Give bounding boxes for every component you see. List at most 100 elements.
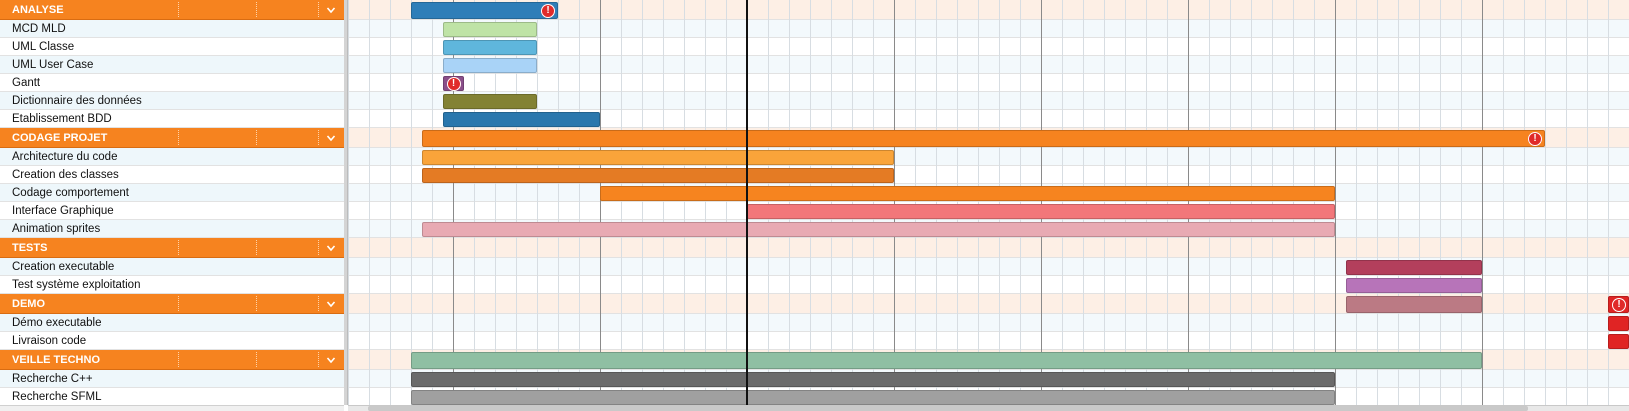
task-bar[interactable]: [411, 372, 1335, 387]
column-divider: [318, 2, 319, 17]
task-bar[interactable]: !: [442, 76, 464, 91]
task-row[interactable]: Creation des classes: [0, 166, 344, 184]
task-row[interactable]: Recherche SFML: [0, 388, 344, 406]
task-row[interactable]: UML Classe: [0, 38, 344, 56]
task-bar[interactable]: [421, 168, 894, 183]
task-bar[interactable]: !: [411, 2, 558, 19]
task-bar[interactable]: [1345, 260, 1482, 275]
chevron-down-icon[interactable]: [322, 129, 340, 146]
task-label: Animation sprites: [12, 223, 101, 235]
task-row[interactable]: Test système exploitation: [0, 276, 344, 294]
timeline-row: [348, 276, 1629, 294]
timeline-row: [348, 294, 1629, 314]
task-label: MCD MLD: [12, 23, 66, 35]
task-label: Codage comportement: [12, 187, 129, 199]
group-row[interactable]: TESTS: [0, 238, 344, 258]
task-row[interactable]: Gantt: [0, 74, 344, 92]
column-divider: [318, 240, 319, 255]
task-row[interactable]: Codage comportement: [0, 184, 344, 202]
task-row[interactable]: UML User Case: [0, 56, 344, 74]
timeline-row: [348, 110, 1629, 128]
task-bar[interactable]: [442, 22, 537, 37]
task-bar[interactable]: [421, 222, 1335, 237]
task-row[interactable]: Recherche C++: [0, 370, 344, 388]
task-bar[interactable]: [1608, 334, 1629, 349]
task-label: Livraison code: [12, 335, 87, 347]
timeline-row: [348, 238, 1629, 258]
chevron-down-icon[interactable]: [322, 351, 340, 368]
task-bar[interactable]: !: [421, 130, 1545, 147]
group-label: CODAGE PROJET: [12, 132, 108, 144]
task-bar[interactable]: [411, 390, 1335, 405]
group-label: TESTS: [12, 242, 48, 254]
warning-icon[interactable]: !: [446, 76, 461, 91]
pane-splitter[interactable]: [344, 0, 348, 405]
task-row[interactable]: Creation executable: [0, 258, 344, 276]
task-bar[interactable]: [442, 94, 537, 109]
task-bar[interactable]: [1345, 296, 1482, 313]
timeline-row: [348, 314, 1629, 332]
column-divider: [178, 352, 179, 367]
group-row[interactable]: ANALYSE: [0, 0, 344, 20]
timeline-row: [348, 92, 1629, 110]
task-bar[interactable]: [411, 352, 1482, 369]
timeline-row: [348, 258, 1629, 276]
group-row[interactable]: CODAGE PROJET: [0, 128, 344, 148]
group-row[interactable]: VEILLE TECHNO: [0, 350, 344, 370]
task-bar[interactable]: [442, 112, 600, 127]
task-label: Creation executable: [12, 261, 115, 273]
timeline-row: [348, 74, 1629, 92]
timeline-row: [348, 56, 1629, 74]
chevron-down-icon[interactable]: [322, 239, 340, 256]
timeline-row: [348, 0, 1629, 20]
task-row[interactable]: Dictionnaire des données: [0, 92, 344, 110]
chevron-down-icon[interactable]: [322, 295, 340, 312]
warning-icon[interactable]: !: [1612, 297, 1626, 312]
task-label: Test système exploitation: [12, 279, 141, 291]
timeline-row: [348, 38, 1629, 56]
task-label: Architecture du code: [12, 151, 118, 163]
task-bar[interactable]: !: [1608, 296, 1629, 313]
task-row[interactable]: Démo executable: [0, 314, 344, 332]
column-divider: [256, 296, 257, 311]
today-marker: [746, 0, 748, 406]
task-bar[interactable]: [747, 204, 1335, 219]
column-divider: [178, 240, 179, 255]
task-row[interactable]: Animation sprites: [0, 220, 344, 238]
group-label: DEMO: [12, 298, 45, 310]
task-bar[interactable]: [442, 58, 537, 73]
task-bar[interactable]: [1345, 278, 1482, 293]
column-divider: [178, 2, 179, 17]
group-label: ANALYSE: [12, 4, 64, 16]
task-label: Creation des classes: [12, 169, 119, 181]
task-label: Gantt: [12, 77, 41, 89]
task-row[interactable]: Livraison code: [0, 332, 344, 350]
warning-icon[interactable]: !: [541, 3, 555, 18]
column-divider: [318, 296, 319, 311]
column-divider: [256, 130, 257, 145]
group-label: VEILLE TECHNO: [12, 354, 101, 366]
task-row[interactable]: Interface Graphique: [0, 202, 344, 220]
timeline-scrollbar-thumb[interactable]: [368, 406, 1528, 411]
task-bar[interactable]: [421, 150, 894, 165]
task-row[interactable]: Etablissement BDD: [0, 110, 344, 128]
column-divider: [256, 352, 257, 367]
task-label: Etablissement BDD: [12, 113, 112, 125]
timeline-row: [348, 20, 1629, 38]
task-label: UML Classe: [12, 41, 75, 53]
task-list-scrollbar[interactable]: [0, 405, 344, 411]
task-row[interactable]: MCD MLD: [0, 20, 344, 38]
task-label: Démo executable: [12, 317, 102, 329]
timeline-scrollbar[interactable]: [348, 405, 1629, 411]
column-divider: [318, 352, 319, 367]
task-row[interactable]: Architecture du code: [0, 148, 344, 166]
column-divider: [256, 240, 257, 255]
warning-icon[interactable]: !: [1528, 131, 1542, 146]
chevron-down-icon[interactable]: [322, 1, 340, 18]
task-bar[interactable]: [1608, 316, 1629, 331]
group-row[interactable]: DEMO: [0, 294, 344, 314]
task-bar[interactable]: [600, 186, 1335, 201]
timeline-row: [348, 332, 1629, 350]
task-label: Interface Graphique: [12, 205, 114, 217]
task-bar[interactable]: [442, 40, 537, 55]
